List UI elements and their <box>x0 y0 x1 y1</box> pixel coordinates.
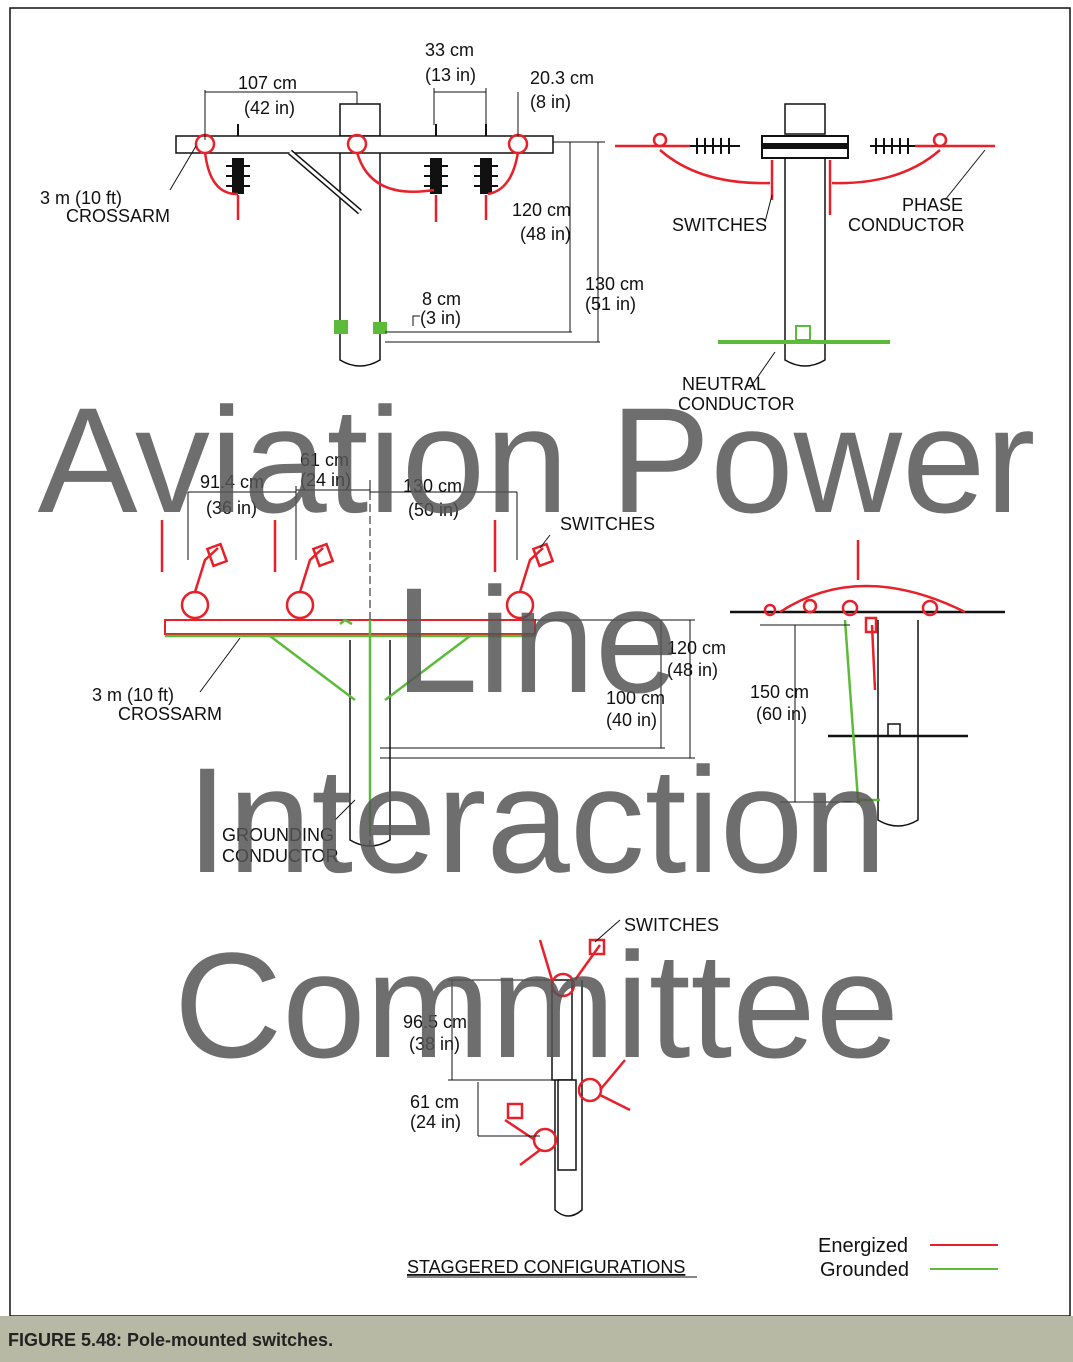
dim-120b: 120 cm <box>667 638 726 658</box>
pole-top-right <box>784 150 826 367</box>
dim-96: 96.5 cm <box>403 1012 467 1032</box>
grounding-label-2: CONDUCTOR <box>222 846 339 866</box>
crossarm-mid <box>164 619 536 635</box>
top-side-view: SWITCHES PHASE CONDUCTOR NEUTRAL CONDUCT… <box>615 103 995 414</box>
switches-label-2: SWITCHES <box>560 514 655 534</box>
phase-label-2: CONDUCTOR <box>848 215 965 235</box>
dim-38in: (38 in) <box>409 1034 460 1054</box>
neutral-label-2: CONDUCTOR <box>678 394 795 414</box>
legend-grounded-label: Grounded <box>820 1259 909 1281</box>
middle-front-view: 91.4 cm (36 in) 61 cm (24 in) 130 cm (50… <box>92 450 726 866</box>
pole-switch-diagram: 107 cm (42 in) 33 cm (13 in) 20.3 cm (8 … <box>9 7 1071 1317</box>
staggered-title: STAGGERED CONFIGURATIONS <box>407 1257 685 1277</box>
switches-label-3: SWITCHES <box>624 915 719 935</box>
dim-150: 150 cm <box>750 682 809 702</box>
dim-100: 100 cm <box>606 688 665 708</box>
dim-130b: 130 cm <box>403 476 462 496</box>
dim-61: 61 cm <box>300 450 349 470</box>
pole-mid-right <box>877 620 919 827</box>
dim-91: 91.4 cm <box>200 472 264 492</box>
dim-61b: 61 cm <box>410 1092 459 1112</box>
dim-36in: (36 in) <box>206 498 257 518</box>
dim-3in: (3 in) <box>420 308 461 328</box>
grounding-label-1: GROUNDING <box>222 825 334 845</box>
dim-51in: (51 in) <box>585 294 636 314</box>
top-front-view: 107 cm (42 in) 33 cm (13 in) 20.3 cm (8 … <box>40 40 644 367</box>
dim-42in: (42 in) <box>244 98 295 118</box>
dim-24in-b: (24 in) <box>410 1112 461 1132</box>
switches-label-1: SWITCHES <box>672 215 767 235</box>
dim-13in: (13 in) <box>425 65 476 85</box>
staggered-view: SWITCHES 96.5 cm (38 in) 61 cm (24 in) S… <box>403 915 719 1278</box>
dim-20: 20.3 cm <box>530 68 594 88</box>
crossarm-label-2: 3 m (10 ft) <box>92 685 174 705</box>
legend: Energized Grounded <box>818 1235 998 1281</box>
dim-107: 107 cm <box>238 73 297 93</box>
legend-energized-label: Energized <box>818 1235 908 1257</box>
dim-33: 33 cm <box>425 40 474 60</box>
dim-130: 130 cm <box>585 274 644 294</box>
middle-side-view: 150 cm (60 in) <box>730 540 1005 827</box>
dim-60in: (60 in) <box>756 704 807 724</box>
neutral-label-1: NEUTRAL <box>682 374 766 394</box>
crossarm-word-1: CROSSARM <box>66 206 170 226</box>
dim-24in: (24 in) <box>300 470 351 490</box>
dim-120: 120 cm <box>512 200 571 220</box>
figure-caption: FIGURE 5.48: Pole-mounted switches. <box>8 1330 334 1350</box>
dim-8in: (8 in) <box>530 92 571 112</box>
crossarm-label-1: 3 m (10 ft) <box>40 188 122 208</box>
caption-bar <box>0 1316 1073 1362</box>
crossarm-top <box>175 135 554 154</box>
dim-8: 8 cm <box>422 289 461 309</box>
dim-40in: (40 in) <box>606 710 657 730</box>
phase-label-1: PHASE <box>902 195 963 215</box>
dim-50in: (50 in) <box>408 500 459 520</box>
dim-48in-b: (48 in) <box>667 660 718 680</box>
crossarm-word-2: CROSSARM <box>118 704 222 724</box>
dim-48in: (48 in) <box>520 224 571 244</box>
